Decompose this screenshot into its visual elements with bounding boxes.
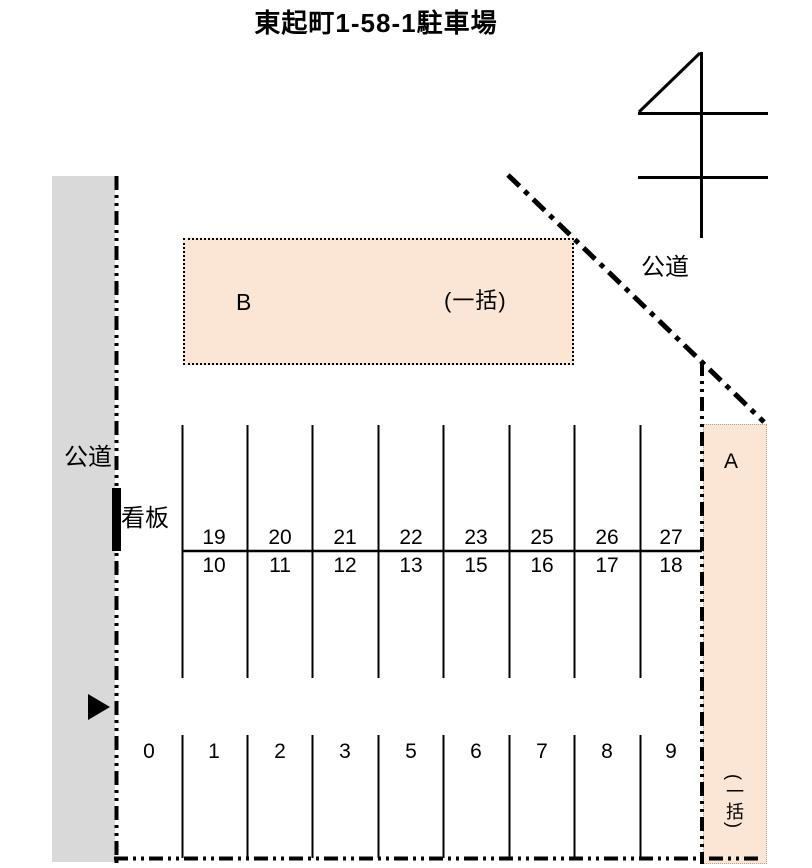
stall-number: 7	[536, 740, 548, 763]
stall-number: 27	[659, 526, 683, 549]
upper-stall-lines	[181, 425, 702, 678]
stall-number: 17	[595, 554, 619, 577]
stall-number: 0	[143, 740, 155, 763]
block-a-area	[703, 424, 767, 864]
left-road-strip	[52, 176, 115, 862]
entrance-arrow-icon	[88, 694, 110, 720]
stall-number: 26	[595, 526, 619, 549]
signboard-label: 看板	[121, 505, 169, 532]
stall-number: 9	[665, 740, 677, 763]
block-b-note: (一括)	[444, 288, 507, 313]
stall-number: 11	[269, 554, 291, 577]
stall-number: 16	[530, 554, 554, 577]
block-b-label: B	[236, 289, 252, 315]
stall-number: 19	[202, 526, 226, 549]
stall-number: 1	[208, 740, 220, 763]
signboard-bar	[112, 488, 121, 551]
block-b-area	[183, 238, 574, 365]
stall-number: 18	[659, 554, 683, 577]
diagonal-boundary-line	[506, 173, 766, 424]
road-intersection-symbol	[637, 51, 768, 238]
stall-number: 22	[399, 526, 423, 549]
stall-number: 10	[202, 554, 226, 577]
block-a-note: (一括)	[724, 774, 744, 830]
stall-number: 20	[268, 526, 292, 549]
stall-number: 15	[464, 554, 488, 577]
page-title: 東起町1-58-1駐車場	[254, 8, 498, 38]
stall-number: 2	[274, 740, 286, 763]
stall-number: 12	[333, 554, 357, 577]
stall-number: 8	[601, 740, 613, 763]
property-boundary-lines	[114, 176, 758, 868]
road-label-right: 公道	[641, 254, 689, 281]
stall-number: 6	[470, 740, 482, 763]
stall-number: 23	[464, 526, 488, 549]
stall-number: 3	[339, 740, 351, 763]
stall-number: 25	[530, 526, 554, 549]
lower-stall-lines	[181, 735, 642, 858]
stall-number: 5	[405, 740, 417, 763]
road-label-left: 公道	[64, 444, 112, 471]
stall-number: 13	[399, 554, 423, 577]
block-a-label: A	[724, 450, 739, 473]
stall-number: 21	[333, 526, 357, 549]
